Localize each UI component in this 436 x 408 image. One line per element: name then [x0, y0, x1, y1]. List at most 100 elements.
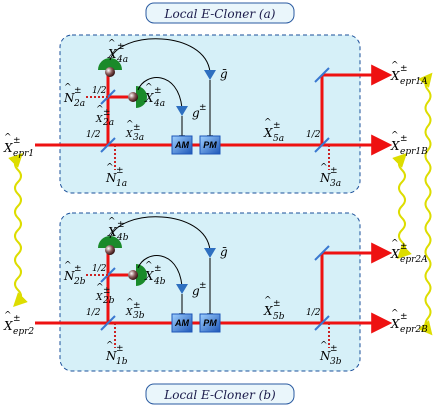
- svg-text:2b: 2b: [102, 296, 115, 306]
- half-right-b: 1/2: [306, 308, 321, 318]
- svg-text:^: ^: [96, 283, 104, 293]
- label-X4a-mid: ^ X ± 4a: [144, 83, 165, 109]
- cloner-a-optics: AM PM 1/2 1/2 1/2: [35, 38, 393, 170]
- svg-text:X: X: [107, 225, 117, 239]
- label-N3b: ^ N ± 3b: [319, 341, 342, 367]
- svg-text:±: ±: [199, 281, 207, 291]
- svg-text:2a: 2a: [73, 99, 85, 109]
- svg-text:N: N: [105, 349, 117, 363]
- svg-text:epr2: epr2: [13, 327, 34, 337]
- svg-text:±: ±: [154, 86, 162, 96]
- svg-text:±: ±: [400, 134, 408, 144]
- label-N1a: ^ N ± 1a: [105, 163, 127, 189]
- svg-text:N: N: [319, 349, 331, 363]
- labels-top: ^ X ± 4a ^ N ± 2a ^ X ± 4a ^ X ± 2a ^: [3, 39, 428, 189]
- half-left-b: 1/2: [86, 308, 101, 318]
- svg-text:X: X: [144, 269, 154, 283]
- am-modulator-a: AM: [171, 135, 193, 155]
- svg-text:±: ±: [400, 242, 408, 252]
- svg-text:epr2B: epr2B: [400, 325, 428, 335]
- label-g-plus-a: g ±: [192, 103, 207, 120]
- svg-text:±: ±: [154, 264, 162, 274]
- svg-text:^: ^: [126, 120, 134, 130]
- svg-text:epr1: epr1: [13, 149, 34, 159]
- entanglement-links: [8, 72, 433, 336]
- svg-text:^: ^: [108, 39, 116, 49]
- bs-left-b: [100, 315, 116, 331]
- half-left-a: 1/2: [86, 130, 101, 140]
- label-X4b-mid: ^ X ± 4b: [144, 261, 166, 287]
- svg-text:N: N: [63, 91, 75, 105]
- svg-text:±: ±: [330, 166, 338, 176]
- detector-top-b: [98, 236, 122, 255]
- svg-text:epr2A: epr2A: [400, 255, 428, 265]
- svg-text:N: N: [63, 269, 75, 283]
- svg-text:^: ^: [320, 341, 328, 351]
- svg-text:X: X: [95, 115, 103, 125]
- half-right-a: 1/2: [306, 130, 321, 140]
- label-X4b-top: ^ X ± 4b: [107, 217, 129, 243]
- labels-bottom: ^ X ± 4b ^ N ± 2b ^ X ± 4b ^ X ± 2b ^ X …: [3, 217, 428, 367]
- svg-text:^: ^: [320, 163, 328, 173]
- svg-text:X: X: [125, 308, 133, 318]
- wavy-epr-left: [8, 153, 28, 307]
- label-N3a: ^ N ± 3a: [319, 163, 341, 189]
- gain-plus-arrow-b: [176, 284, 188, 294]
- label-g-minus-b: ḡ: [220, 245, 228, 259]
- svg-text:^: ^: [108, 217, 116, 227]
- svg-text:±: ±: [74, 264, 82, 274]
- gain-minus-arrow-a: [204, 70, 216, 80]
- svg-text:1a: 1a: [116, 179, 127, 189]
- label-Xepr1A: ^ X ± epr1A: [390, 61, 428, 87]
- label-Xepr2: ^ X ± epr2: [3, 311, 34, 337]
- svg-text:±: ±: [133, 301, 141, 311]
- svg-text:N: N: [105, 171, 117, 185]
- svg-text:±: ±: [330, 344, 338, 354]
- svg-text:X: X: [3, 319, 13, 333]
- svg-text:±: ±: [74, 86, 82, 96]
- svg-text:X: X: [125, 130, 133, 140]
- svg-text:X: X: [390, 69, 400, 83]
- svg-text:^: ^: [106, 341, 114, 351]
- detector-top-a: [98, 58, 122, 77]
- bs-right-a: [314, 137, 330, 153]
- gain-minus-arrow-b: [204, 248, 216, 258]
- svg-text:AM: AM: [174, 318, 189, 328]
- cloner-b-optics: AM PM 1/2 1/2 1/2: [35, 216, 393, 348]
- title-top: Local E-Cloner (a): [164, 7, 276, 21]
- svg-text:X: X: [144, 91, 154, 105]
- svg-text:±: ±: [103, 286, 111, 296]
- svg-text:X: X: [3, 141, 13, 155]
- svg-text:^: ^: [64, 83, 72, 93]
- svg-text:±: ±: [400, 312, 408, 322]
- svg-text:±: ±: [400, 64, 408, 74]
- svg-text:4a: 4a: [153, 99, 165, 109]
- svg-text:AM: AM: [174, 140, 189, 150]
- svg-text:±: ±: [273, 299, 281, 309]
- svg-text:4b: 4b: [153, 277, 166, 287]
- label-X5a: ^ X ± 5a: [263, 118, 284, 144]
- label-X3b: ^ X ± 3b: [125, 298, 145, 321]
- svg-text:g: g: [192, 284, 200, 298]
- svg-text:±: ±: [133, 123, 141, 133]
- arc-g-minus-b: [109, 216, 211, 251]
- label-g-plus-b: g ±: [192, 281, 207, 298]
- detector-mid-a: [128, 86, 147, 108]
- svg-text:±: ±: [117, 220, 125, 230]
- label-N2b: ^ N ± 2b: [63, 261, 86, 287]
- svg-text:3a: 3a: [330, 179, 341, 189]
- svg-text:2b: 2b: [73, 277, 86, 287]
- am-modulator-b: AM: [171, 313, 193, 333]
- arc-g-plus-a: [137, 77, 183, 109]
- svg-text:±: ±: [116, 166, 124, 176]
- svg-text:^: ^: [391, 61, 399, 71]
- svg-text:5a: 5a: [273, 134, 284, 144]
- svg-text:X: X: [390, 317, 400, 331]
- svg-text:X: X: [390, 139, 400, 153]
- half-mid-a: 1/2: [92, 86, 107, 96]
- label-Xepr2B: ^ X ± epr2B: [390, 309, 428, 335]
- svg-text:±: ±: [199, 103, 207, 113]
- svg-text:5b: 5b: [273, 312, 285, 322]
- svg-text:4a: 4a: [116, 55, 128, 65]
